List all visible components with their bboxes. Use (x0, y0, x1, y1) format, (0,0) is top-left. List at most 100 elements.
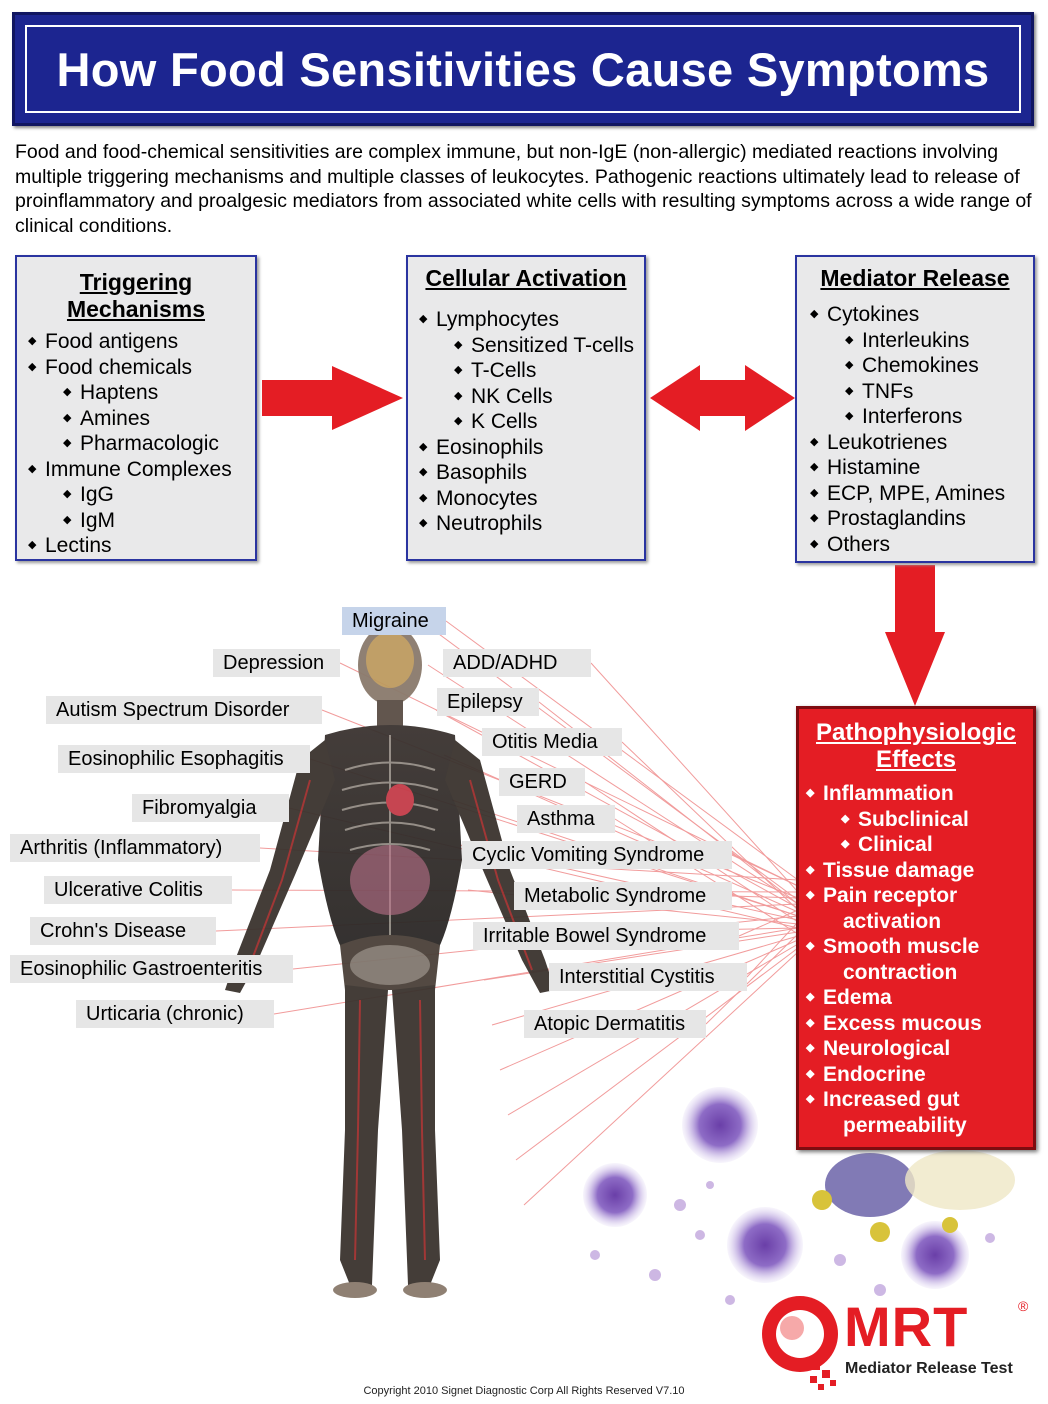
cellular-activation-box: Cellular Activation LymphocytesSensitize… (406, 255, 646, 561)
connection-ray (705, 933, 799, 1025)
cellular-item: Lymphocytes (419, 307, 644, 333)
cellular-item: Sensitized T-cells (454, 333, 644, 359)
patho-item: Excess mucous (806, 1011, 1033, 1037)
triggering-list: Food antigensFood chemicalsHaptensAmines… (28, 329, 255, 559)
patho-item: Edema (806, 985, 1033, 1011)
triggering-item: Amines (63, 406, 255, 432)
patho-title-line2: Effects (875, 746, 957, 773)
triggering-item: Haptens (63, 380, 255, 406)
triggering-item: IgM (63, 508, 255, 534)
mediator-item: Interleukins (845, 328, 1033, 354)
condition-label: Ulcerative Colitis (44, 876, 232, 904)
condition-label: Interstitial Cystitis (549, 963, 747, 991)
mediator-item: Prostaglandins (810, 506, 1033, 532)
mrt-subtitle: Mediator Release Test (845, 1360, 1013, 1377)
condition-label: ADD/ADHD (443, 649, 591, 677)
pathophysiologic-effects-box: Pathophysiologic Effects InflammationSub… (796, 706, 1036, 1150)
mediator-item: Interferons (845, 404, 1033, 430)
condition-label: GERD (499, 768, 585, 796)
condition-label: Metabolic Syndrome (514, 882, 732, 910)
patho-title-line1: Pathophysiologic (815, 719, 1016, 746)
connection-ray (621, 741, 799, 911)
mediator-item: Cytokines (810, 302, 1033, 328)
condition-label: Otitis Media (482, 728, 622, 756)
triggering-title: Triggering Mechanisms (17, 269, 255, 323)
condition-label: Asthma (517, 805, 615, 833)
copyright-text: Copyright 2010 Signet Diagnostic Corp Al… (363, 1385, 685, 1397)
connection-ray (515, 947, 799, 1161)
patho-item: Inflammation (806, 781, 1033, 807)
arrow-right (262, 366, 403, 430)
triggering-item: IgG (63, 482, 255, 508)
triggering-item: Food antigens (28, 329, 255, 355)
mediator-list: CytokinesInterleukinsChemokinesTNFsInter… (810, 302, 1033, 558)
patho-item: Neurological (806, 1036, 1033, 1062)
mediator-item: ECP, MPE, Amines (810, 481, 1033, 507)
condition-label: Crohn's Disease (30, 917, 216, 945)
patho-item: activation (843, 909, 942, 933)
condition-label: Urticaria (chronic) (76, 1000, 274, 1028)
patho-item: permeability (843, 1113, 967, 1137)
mrt-registered: ® (1018, 1298, 1029, 1314)
mediator-item: Histamine (810, 455, 1033, 481)
triggering-item: Pharmacologic (63, 431, 255, 457)
mediator-release-box: Mediator Release CytokinesInterleukinsCh… (795, 255, 1035, 563)
triggering-title-line1: Triggering (79, 269, 193, 295)
connection-ray (499, 939, 799, 1071)
cellular-item: Basophils (419, 460, 644, 486)
condition-label: Migraine (342, 607, 446, 635)
cellular-title: Cellular Activation (425, 265, 627, 291)
connection-ray (614, 818, 799, 935)
cellular-list: LymphocytesSensitized T-cellsT-CellsNK C… (419, 307, 644, 537)
condition-label: Depression (213, 649, 340, 677)
white-cells-decoration (583, 1087, 1015, 1305)
condition-label: Epilepsy (437, 688, 539, 716)
intro-paragraph: Food and food-chemical sensitivities are… (15, 141, 1032, 237)
cellular-item: Monocytes (419, 486, 644, 512)
triggering-item: Food chemicals (28, 355, 255, 381)
arrow-down (885, 565, 945, 706)
condition-label: Atopic Dermatitis (524, 1010, 706, 1038)
cellular-item: NK Cells (454, 384, 644, 410)
patho-item: Increased gut (806, 1087, 1033, 1113)
patho-item: Tissue damage (806, 858, 1033, 884)
title-banner: How Food Sensitivities Cause Symptoms (12, 12, 1034, 126)
triggering-item: Lectins (28, 533, 255, 559)
patho-item: Clinical (841, 832, 1033, 858)
cellular-item: Neutrophils (419, 511, 644, 537)
patho-item: Pain receptor (806, 883, 1033, 909)
mediator-item: TNFs (845, 379, 1033, 405)
page-title: How Food Sensitivities Cause Symptoms (56, 42, 990, 96)
mediator-item: Chemokines (845, 353, 1033, 379)
condition-label: Fibromyalgia (132, 794, 289, 822)
connection-ray (738, 909, 799, 937)
condition-label: Eosinophilic Esophagitis (58, 745, 310, 773)
mediator-title: Mediator Release (820, 265, 1010, 291)
mrt-logo-mark-icon (762, 1296, 838, 1390)
condition-label: Irritable Bowel Syndrome (473, 922, 739, 950)
mediator-item: Leukotrienes (810, 430, 1033, 456)
condition-label: Arthritis (Inflammatory) (10, 834, 260, 862)
patho-item: contraction (843, 960, 958, 984)
patho-list: InflammationSubclinicalClinicalTissue da… (806, 781, 1033, 1138)
condition-label: Cyclic Vomiting Syndrome (462, 841, 732, 869)
connection-ray (731, 854, 799, 887)
patho-item: Smooth muscle (806, 934, 1033, 960)
patho-title: Pathophysiologic Effects (799, 719, 1033, 773)
cellular-item: T-Cells (454, 358, 644, 384)
mediator-item: Others (810, 532, 1033, 558)
triggering-mechanisms-box: Triggering Mechanisms Food antigensFood … (15, 255, 257, 561)
connection-ray (746, 921, 799, 978)
triggering-title-line2: Mechanisms (66, 296, 206, 322)
connection-ray (523, 951, 799, 1206)
title-frame: How Food Sensitivities Cause Symptoms (25, 25, 1021, 113)
mrt-logo: MRT ® Mediator Release Test (752, 1292, 1032, 1392)
double-arrow (650, 365, 795, 431)
cellular-item: Eosinophils (419, 435, 644, 461)
cellular-item: K Cells (454, 409, 644, 435)
patho-item: Subclinical (841, 807, 1033, 833)
triggering-item: Immune Complexes (28, 457, 255, 483)
patho-item: Endocrine (806, 1062, 1033, 1088)
condition-label: Eosinophilic Gastroenteritis (10, 955, 293, 983)
mrt-wordmark: MRT (844, 1295, 969, 1358)
